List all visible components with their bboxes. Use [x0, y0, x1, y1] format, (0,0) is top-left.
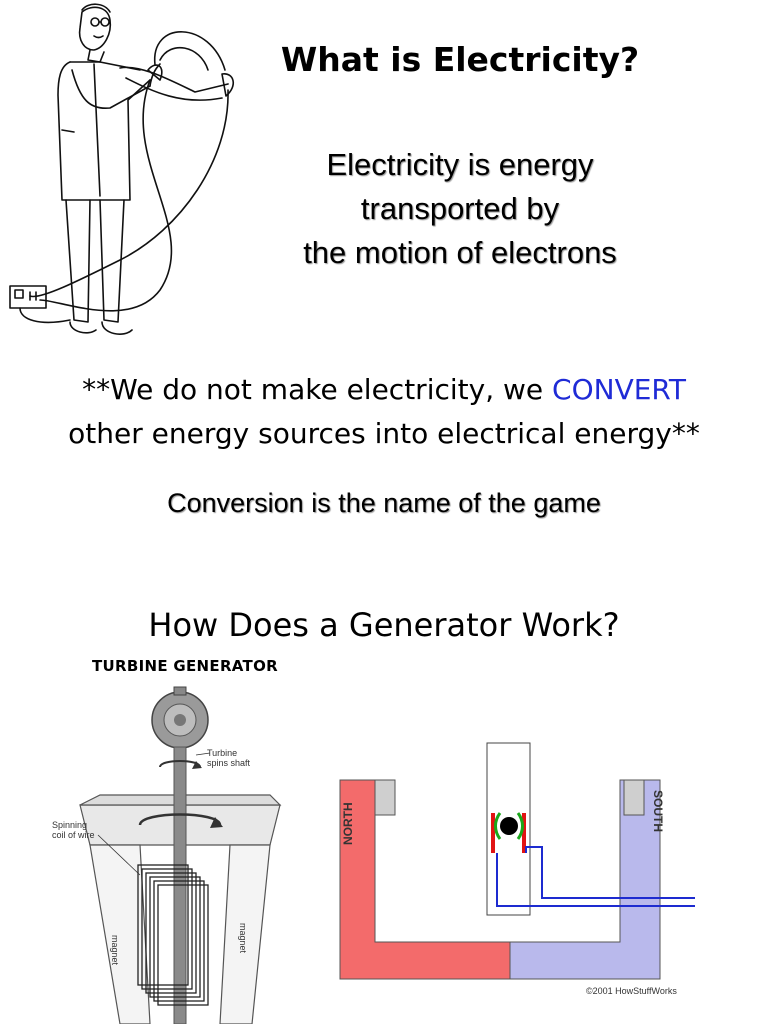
convert-note-line-1: **We do not make electricity, we CONVERT — [0, 368, 768, 412]
north-pole-label: NORTH — [341, 802, 355, 845]
turbine-diagram-title: TURBINE GENERATOR — [92, 657, 278, 675]
magnet-label-right: magnet — [238, 923, 248, 954]
convert-note-text-1: **We do not make electricity, we — [82, 373, 553, 406]
definition-line-1: Electricity is energy — [326, 147, 594, 182]
electricity-definition: Electricity is energy transported by the… — [240, 143, 680, 275]
convert-note: **We do not make electricity, we CONVERT… — [0, 368, 768, 456]
generator-heading: How Does a Generator Work? — [148, 606, 620, 644]
turbine-label-line-2: spins shaft — [207, 758, 251, 768]
turbine-generator-diagram: magnet magnet — [79, 686, 282, 1024]
coil-label: Spinning coil of wire — [52, 820, 95, 840]
south-pole-label: SOUTH — [651, 790, 665, 832]
coil-label-line-1: Spinning — [52, 820, 88, 830]
convert-note-line-2: other energy sources into electrical ene… — [68, 417, 700, 450]
turbine-label: Turbine spins shaft — [207, 748, 250, 768]
conversion-statement: Conversion is the name of the game — [167, 488, 601, 518]
magnet-coil-diagram: NORTH SOUTH — [339, 742, 695, 980]
convert-keyword: CONVERT — [552, 373, 686, 406]
magnet-label-left: magnet — [110, 935, 120, 966]
turbine-label-line-1: Turbine — [207, 748, 238, 758]
coil-label-line-2: coil of wire — [52, 830, 95, 840]
page-title: What is Electricity? — [280, 40, 640, 79]
definition-line-2: transported by — [360, 191, 560, 226]
copyright-credit: ©2001 HowStuffWorks — [586, 986, 677, 996]
man-holding-wire-illustration — [9, 3, 234, 335]
definition-line-3: the motion of electrons — [303, 235, 617, 270]
